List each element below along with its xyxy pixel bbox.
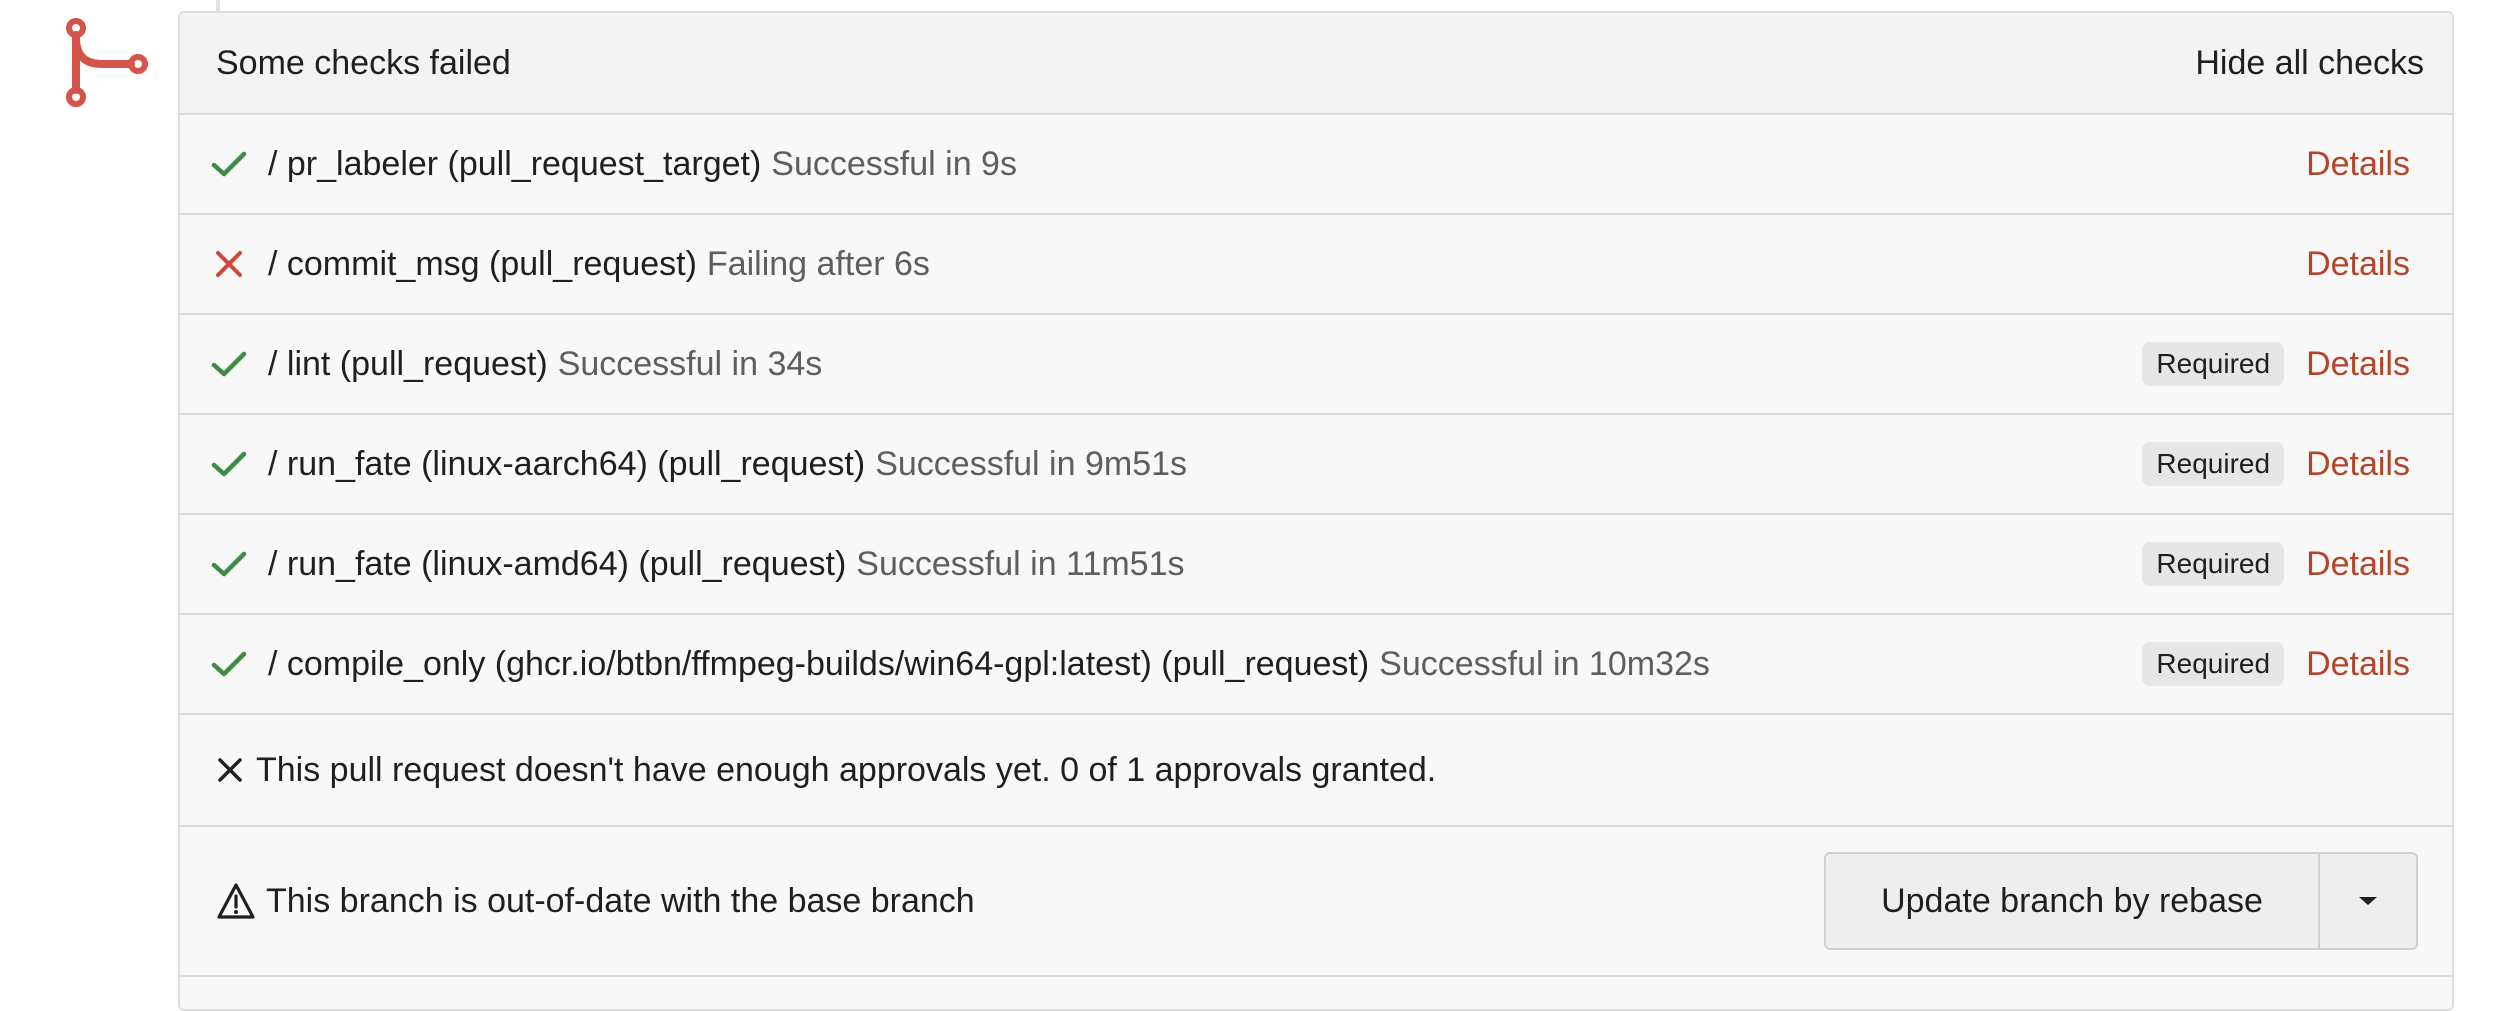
check-label: / run_fate (linux-amd64) (pull_request)S…	[268, 545, 2142, 584]
failure-status	[208, 243, 250, 285]
check-icon	[211, 151, 247, 177]
check-status: Successful in 10m32s	[1379, 644, 1710, 683]
check-status: Successful in 9m51s	[875, 444, 1188, 483]
caret-down-icon	[2359, 897, 2377, 905]
update-branch-dropdown-button[interactable]	[2320, 854, 2416, 948]
branch-status: This branch is out-of-date with the base…	[216, 882, 975, 921]
check-label: / pr_labeler (pull_request_target)Succes…	[268, 145, 2306, 184]
check-label: / lint (pull_request)Successful in 34s	[268, 345, 2142, 384]
check-name: / lint (pull_request)	[268, 344, 548, 383]
details-link[interactable]: Details	[2306, 244, 2410, 283]
success-status	[208, 143, 250, 185]
check-name: / pr_labeler (pull_request_target)	[268, 144, 762, 183]
check-name: / commit_msg (pull_request)	[268, 244, 697, 283]
checks-panel-header: Some checks failed Hide all checks	[180, 13, 2452, 115]
required-badge: Required	[2142, 642, 2285, 686]
approval-status-text: This pull request doesn't have enough ap…	[256, 750, 1437, 789]
success-status	[208, 343, 250, 385]
x-icon	[218, 758, 242, 782]
check-status: Failing after 6s	[706, 244, 930, 283]
git-merge-icon	[66, 18, 148, 107]
check-name: / run_fate (linux-amd64) (pull_request)	[268, 544, 847, 583]
check-status: Successful in 11m51s	[856, 544, 1185, 583]
checks-panel: Some checks failed Hide all checks / pr_…	[178, 11, 2454, 1011]
details-link[interactable]: Details	[2306, 444, 2410, 483]
details-link[interactable]: Details	[2306, 344, 2410, 383]
update-branch-by-rebase-button[interactable]: Update branch by rebase	[1826, 854, 2320, 948]
details-link[interactable]: Details	[2306, 644, 2410, 683]
check-row: / compile_only (ghcr.io/btbn/ffmpeg-buil…	[180, 615, 2452, 715]
check-row: / pr_labeler (pull_request_target)Succes…	[180, 115, 2452, 215]
branch-status-row: This branch is out-of-date with the base…	[180, 827, 2452, 977]
check-icon	[211, 651, 247, 677]
warning-icon	[217, 883, 255, 919]
approval-status-row: This pull request doesn't have enough ap…	[180, 715, 2452, 827]
required-badge: Required	[2142, 442, 2285, 486]
required-badge: Required	[2142, 542, 2285, 586]
check-icon	[211, 451, 247, 477]
check-label: / compile_only (ghcr.io/btbn/ffmpeg-buil…	[268, 645, 2142, 684]
branch-status-text: This branch is out-of-date with the base…	[266, 881, 975, 920]
checks-status-title: Some checks failed	[216, 43, 511, 82]
success-status	[208, 643, 250, 685]
success-status	[208, 443, 250, 485]
update-branch-button-group: Update branch by rebase	[1824, 852, 2418, 950]
check-list: / pr_labeler (pull_request_target)Succes…	[180, 115, 2452, 715]
x-circle-icon	[216, 251, 242, 277]
timeline-line	[216, 0, 220, 14]
success-status	[208, 543, 250, 585]
hide-all-checks-link[interactable]: Hide all checks	[2195, 43, 2424, 82]
check-name: / compile_only (ghcr.io/btbn/ffmpeg-buil…	[268, 644, 1370, 683]
check-status: Successful in 34s	[557, 344, 823, 383]
details-link[interactable]: Details	[2306, 544, 2410, 583]
check-label: / run_fate (linux-aarch64) (pull_request…	[268, 445, 2142, 484]
check-row: / run_fate (linux-aarch64) (pull_request…	[180, 415, 2452, 515]
details-link[interactable]: Details	[2306, 144, 2410, 183]
check-label: / commit_msg (pull_request)Failing after…	[268, 245, 2306, 284]
required-badge: Required	[2142, 342, 2285, 386]
check-row: / commit_msg (pull_request)Failing after…	[180, 215, 2452, 315]
check-icon	[211, 551, 247, 577]
check-icon	[211, 351, 247, 377]
check-row: / run_fate (linux-amd64) (pull_request)S…	[180, 515, 2452, 615]
check-name: / run_fate (linux-aarch64) (pull_request…	[268, 444, 866, 483]
check-status: Successful in 9s	[771, 144, 1017, 183]
